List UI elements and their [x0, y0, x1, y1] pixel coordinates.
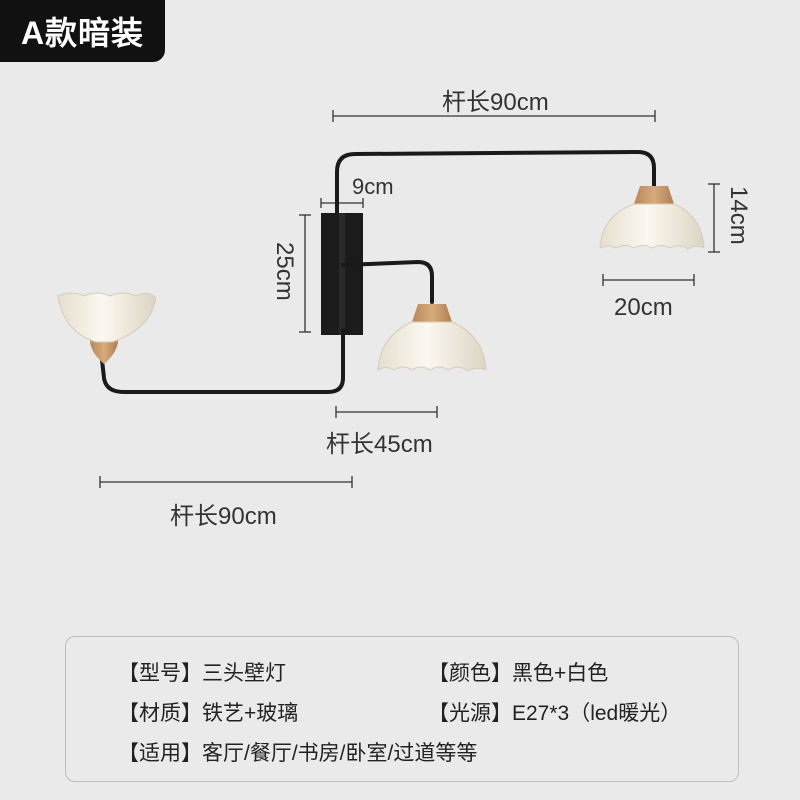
top-rod-label: 杆长90cm [442, 89, 549, 116]
spec-color: 【颜色】黑色+白色 [428, 657, 608, 687]
middle-rod-label: 杆长45cm [326, 431, 433, 458]
right-lamp-holder [634, 186, 674, 204]
style-badge: A款暗装 [0, 0, 165, 62]
lower-rod [100, 328, 345, 394]
style-badge-label: A款暗装 [20, 15, 145, 51]
spec-model: 【型号】三头壁灯 [118, 657, 286, 687]
plate-width-dim-line [320, 198, 364, 208]
right-lamp-shade [599, 203, 705, 250]
spec-light-key: 【光源】 [428, 702, 512, 725]
spec-usage-key: 【适用】 [118, 742, 202, 765]
left-lamp-shade [57, 292, 157, 343]
spec-material-value: 铁艺+玻璃 [202, 702, 299, 725]
center-lamp-shade [377, 321, 487, 372]
left-lamp-holder [90, 340, 118, 364]
spec-usage: 【适用】客厅/餐厅/书房/卧室/过道等等 [118, 737, 477, 767]
spec-card: 【型号】三头壁灯 【颜色】黑色+白色 【材质】铁艺+玻璃 【光源】E27*3（l… [65, 636, 739, 782]
plate-height-label: 25cm [271, 242, 298, 301]
spec-model-key: 【型号】 [118, 662, 202, 685]
lamp-illustration [57, 110, 720, 488]
spec-light: 【光源】E27*3（led暖光） [428, 697, 681, 727]
right-lamp [599, 186, 705, 250]
plate-width-label: 9cm [352, 174, 394, 199]
shade-width-dim-line [602, 274, 695, 286]
center-lamp-holder [412, 304, 452, 322]
plate-height-dim-line [299, 214, 311, 333]
shade-height-dim-line [708, 183, 720, 253]
top-rod-dim-line [332, 110, 656, 122]
spec-model-value: 三头壁灯 [202, 662, 286, 685]
center-lamp [377, 304, 487, 372]
spec-light-value: E27*3（led暖光） [512, 702, 682, 725]
spec-usage-value: 客厅/餐厅/书房/卧室/过道等等 [202, 742, 478, 765]
middle-rod [341, 260, 434, 304]
spec-color-key: 【颜色】 [428, 662, 512, 685]
dimension-lines [99, 110, 720, 488]
left-lamp [57, 292, 157, 364]
spec-material: 【材质】铁艺+玻璃 [118, 697, 298, 727]
shade-width-label: 20cm [614, 294, 673, 321]
spec-color-value: 黑色+白色 [512, 662, 609, 685]
middle-rod-dim-line [335, 406, 438, 418]
lower-rod-label: 杆长90cm [170, 503, 277, 530]
top-rod [335, 150, 656, 215]
rods [100, 150, 656, 394]
lower-rod-dim-line [99, 476, 353, 488]
spec-material-key: 【材质】 [118, 702, 202, 725]
shade-height-label: 14cm [725, 186, 752, 245]
